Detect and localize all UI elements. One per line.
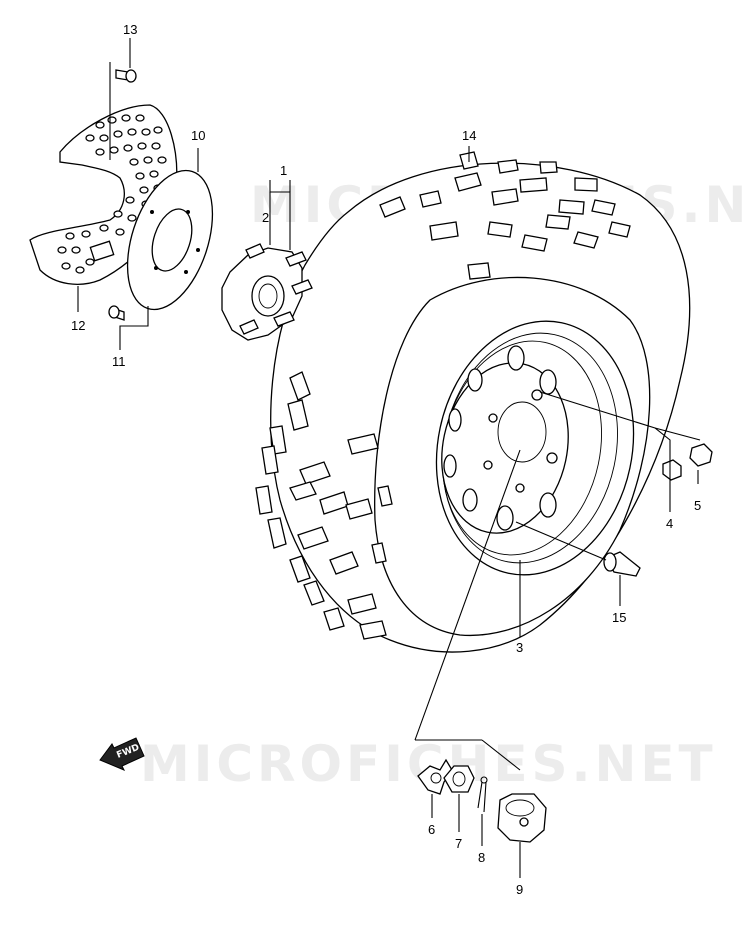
callout-numbers: 13 10 1 2 14 12 11 4 5 15 3 6 7 8 9 [71, 22, 701, 897]
castle-nut-7 [443, 765, 475, 793]
callout-9: 9 [516, 882, 523, 897]
leader-lines [77, 38, 701, 878]
bolt-13 [115, 69, 137, 83]
callout-1: 1 [280, 163, 287, 178]
cotter-pin-8 [477, 776, 488, 813]
forward-arrow: FWD [99, 737, 145, 771]
callout-7: 7 [455, 836, 462, 851]
wheel-hub [221, 243, 313, 341]
bolt-11 [108, 305, 125, 321]
callout-8: 8 [478, 850, 485, 865]
nut-5 [689, 443, 713, 467]
callout-6: 6 [428, 822, 435, 837]
callout-12: 12 [71, 318, 85, 333]
callout-4: 4 [666, 516, 673, 531]
callout-3: 3 [516, 640, 523, 655]
wheel-rim [435, 320, 635, 576]
brake-disc [126, 169, 214, 311]
nut-4 [662, 459, 682, 481]
hub-cap-9 [497, 793, 547, 843]
valve-15 [603, 551, 641, 577]
callout-13: 13 [123, 22, 137, 37]
callout-10: 10 [191, 128, 205, 143]
callout-11: 11 [112, 354, 126, 369]
callout-2: 2 [262, 210, 269, 225]
tread-lugs [255, 151, 631, 640]
callout-14: 14 [462, 128, 476, 143]
callout-5: 5 [694, 498, 701, 513]
callout-15: 15 [612, 610, 626, 625]
